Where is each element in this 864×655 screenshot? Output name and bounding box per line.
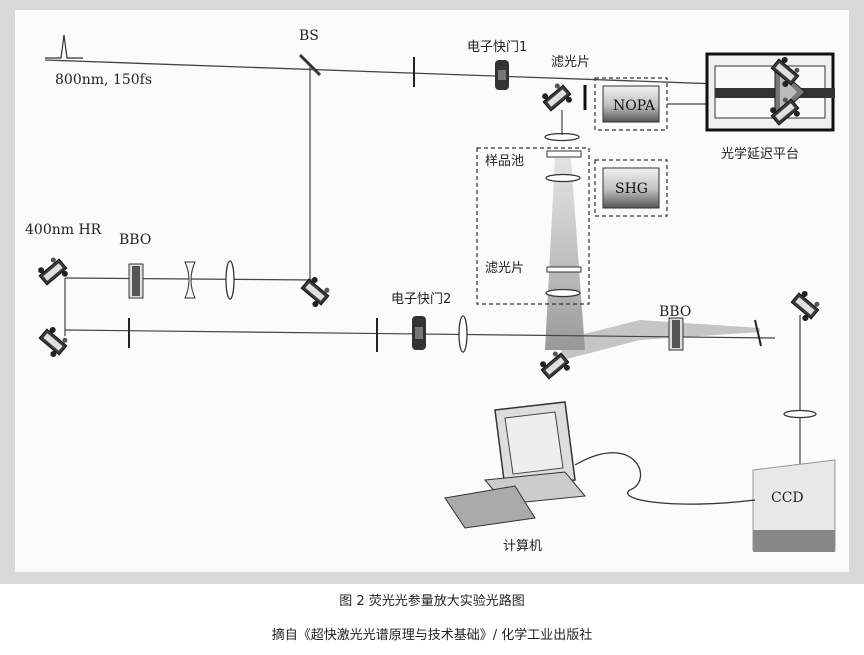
figure-frame: 800nm, 150fs BS 电子快门1 滤光片 NOPA 光学延迟平台 样品… — [0, 0, 864, 584]
convex-lens-lower — [458, 315, 468, 353]
filter-plate-mid — [546, 266, 582, 273]
aperture-right — [754, 319, 762, 347]
lens-ccd — [783, 409, 817, 419]
label-sample-cell: 样品池 — [485, 154, 524, 169]
lens-sample — [545, 173, 581, 183]
lens-top — [544, 132, 580, 142]
main-beam — [44, 59, 776, 87]
lens-mid — [545, 288, 581, 298]
sample-cell-plate — [546, 150, 582, 158]
optical-path-diagram: 800nm, 150fs BS 电子快门1 滤光片 NOPA 光学延迟平台 样品… — [15, 10, 849, 572]
figure-caption-title: 图 2 荧光光参量放大实验光路图 — [339, 594, 525, 609]
label-filter-mid: 滤光片 — [485, 261, 524, 276]
concave-lens — [184, 261, 196, 299]
label-delay-stage: 光学延迟平台 — [721, 146, 799, 162]
figure-caption-source: 摘自《超快激光光谱原理与技术基础》/ 化学工业出版社 — [271, 628, 593, 643]
shutter1-icon — [495, 60, 509, 90]
nopa-box — [602, 85, 660, 123]
label-bs: BS — [299, 28, 319, 44]
label-bbo-right: BBO — [659, 304, 691, 320]
label-computer: 计算机 — [503, 539, 542, 554]
label-shutter1: 电子快门1 — [467, 40, 527, 55]
fluorescence-beam — [560, 320, 760, 360]
label-bbo-left: BBO — [119, 232, 151, 248]
label-nopa: NOPA — [613, 98, 656, 114]
beam-splitter — [298, 53, 322, 77]
label-ccd: CCD — [771, 490, 804, 506]
bbo-right-crystal — [668, 317, 684, 351]
shg-dashed-box — [594, 159, 668, 217]
label-filter-top: 滤光片 — [551, 55, 590, 70]
label-shg: SHG — [615, 181, 648, 197]
sample-dashed-box — [476, 147, 590, 305]
computer-ccd-cable — [574, 452, 756, 505]
label-pulse: 800nm, 150fs — [55, 72, 152, 88]
label-shutter2: 电子快门2 — [391, 292, 451, 307]
delay-stage — [705, 52, 835, 132]
convex-lens-left — [225, 260, 235, 300]
probe-beam-cone — [545, 158, 585, 350]
pulse-shape-icon — [45, 34, 83, 59]
label-400nm-hr: 400nm HR — [25, 222, 102, 238]
bbo-left-crystal — [128, 263, 144, 299]
shg-box — [602, 167, 660, 209]
ccd-camera — [752, 459, 836, 552]
shutter2-icon — [412, 316, 426, 350]
computer-icon — [444, 401, 586, 529]
